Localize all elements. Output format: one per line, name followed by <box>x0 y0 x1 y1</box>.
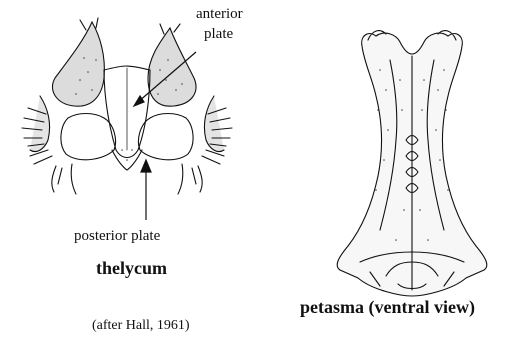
petasma-illustration <box>337 31 487 296</box>
anterior-plate-label-line2: plate <box>204 26 233 43</box>
posterior-plate-label: posterior plate <box>74 228 160 245</box>
thelycum-right-upper-lobe <box>148 28 196 106</box>
posterior-plate-pointer <box>141 160 151 220</box>
thelycum-right-coxa <box>138 114 193 160</box>
thelycum-left-coxa <box>61 114 116 160</box>
thelycum-left-upper-lobe <box>52 22 104 106</box>
thelycum-caption: thelycum <box>96 258 167 279</box>
anterior-plate-label-line1: anterior <box>196 6 243 23</box>
petasma-caption: petasma (ventral view) <box>300 297 475 318</box>
thelycum-illustration <box>22 18 232 194</box>
source-citation: (after Hall, 1961) <box>92 318 190 334</box>
